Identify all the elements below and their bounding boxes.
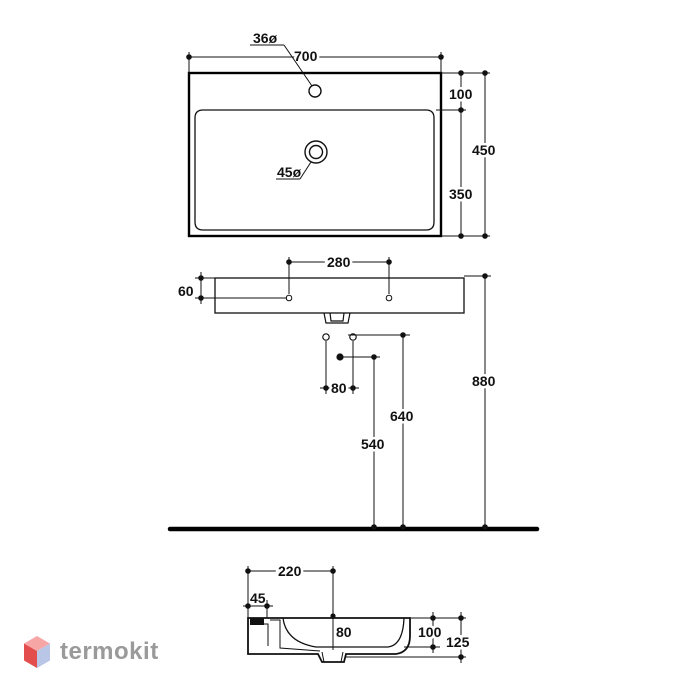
dim-supply-height: 540 <box>361 436 385 452</box>
dim-total-depth: 450 <box>472 142 496 158</box>
dim-waste-offset: 220 <box>278 563 302 579</box>
dim-outlet-drop: 80 <box>336 624 352 640</box>
dim-tap-hole: 36ø <box>253 30 278 46</box>
dim-bowl-height: 100 <box>418 624 442 640</box>
dim-bowl-depth: 350 <box>449 186 473 202</box>
drain-inner <box>308 144 324 160</box>
dim-total-height: 125 <box>446 634 470 650</box>
termokit-logo-icon <box>24 636 50 668</box>
dim-waste-height: 640 <box>390 408 414 424</box>
basin-section-outer <box>247 617 411 663</box>
wall-bracket <box>250 618 264 625</box>
bowl-outline-top <box>194 109 435 231</box>
watermark-brand: termokit <box>60 638 159 665</box>
basin-section-inner <box>282 617 405 648</box>
dim-rim-depth: 100 <box>449 86 473 102</box>
top-view: 700 36ø 45ø 100 350 450 <box>186 30 498 239</box>
basin-outline-top <box>187 71 443 238</box>
dim-rim-height: 60 <box>178 283 194 299</box>
logo-face-left <box>24 643 37 668</box>
drain-outer <box>304 140 328 164</box>
tap-hole <box>308 84 322 98</box>
dim-width: 700 <box>294 48 318 64</box>
dim-wall-offset: 45 <box>250 590 266 606</box>
waste-outlet <box>323 312 351 324</box>
termokit-watermark: termokit <box>22 634 159 670</box>
dim-fixing-spacing: 280 <box>327 254 351 270</box>
dim-top-height: 880 <box>472 373 496 389</box>
logo-face-right <box>37 643 50 668</box>
supply-right <box>349 333 357 341</box>
side-view: 220 45 80 100 125 <box>243 561 472 663</box>
supply-left <box>322 333 330 341</box>
dim-drain: 45ø <box>277 164 302 180</box>
fixing-hole-left <box>285 294 293 302</box>
basin-outline-front <box>214 277 465 314</box>
fixing-hole-right <box>385 294 393 302</box>
front-view: 280 60 80 540 640 880 <box>167 252 540 532</box>
outlet-section <box>321 651 344 663</box>
dim-supply-spacing: 80 <box>331 380 347 396</box>
